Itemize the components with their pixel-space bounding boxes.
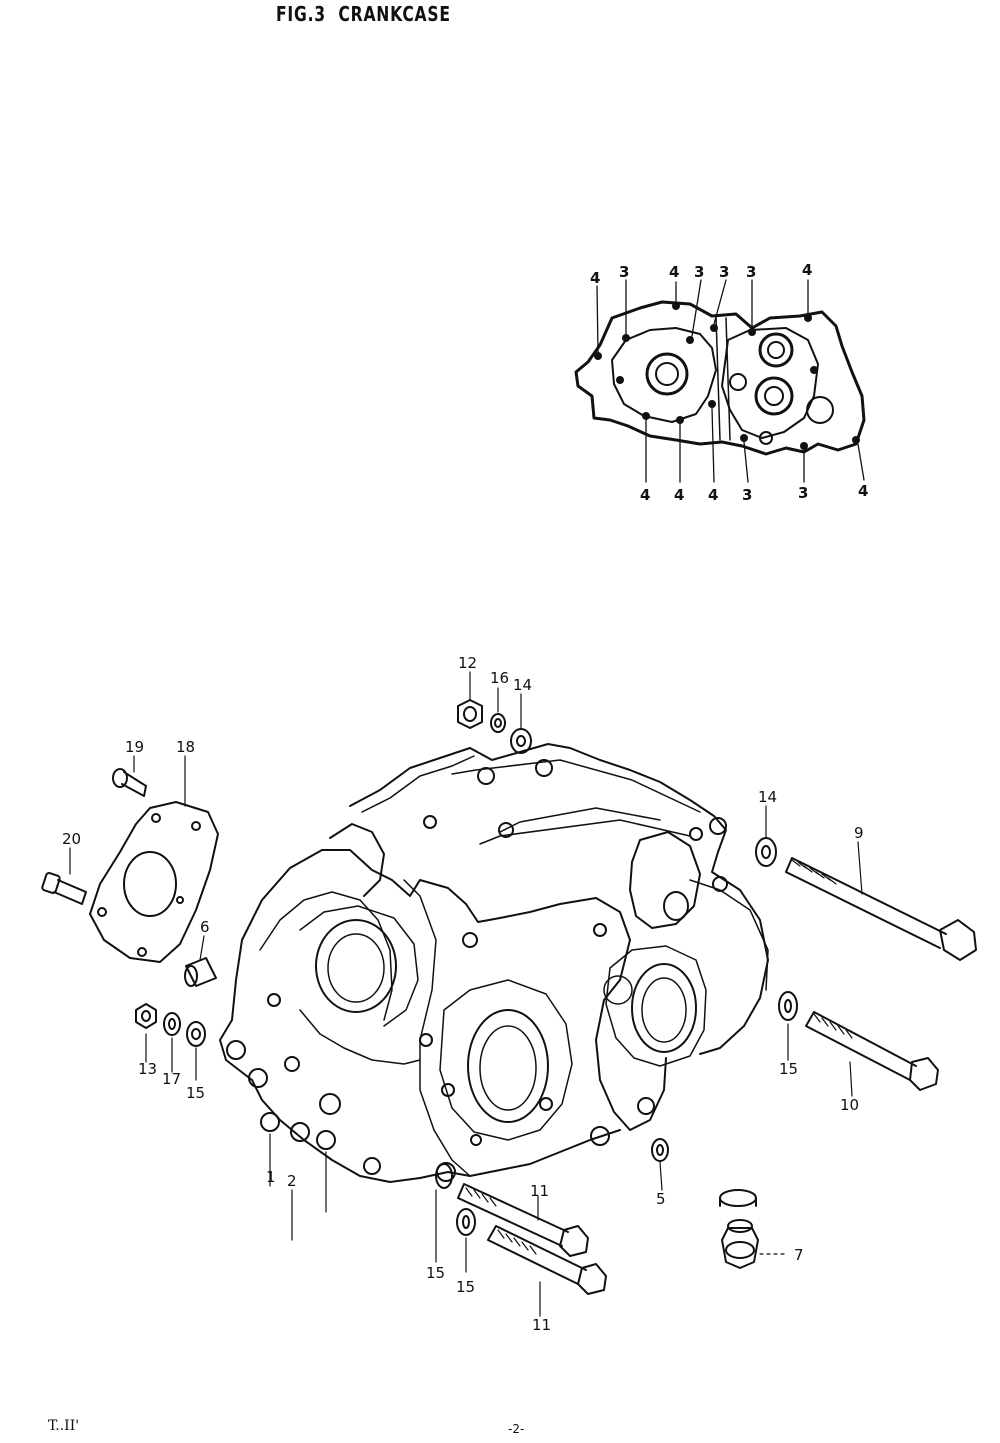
bolt-11-upper xyxy=(457,1183,589,1257)
washer-14-top xyxy=(510,728,532,754)
bolt-11-lower xyxy=(487,1225,607,1295)
part-callouts: 12 16 14 19 18 20 6 13 17 15 14 9 15 10 … xyxy=(62,654,864,1334)
callout-6: 6 xyxy=(200,918,210,936)
nut-12 xyxy=(457,699,483,729)
callout-13: 13 xyxy=(138,1060,157,1078)
inset-callout: 4 xyxy=(708,486,718,504)
inset-callout: 4 xyxy=(674,486,684,504)
plate-18 xyxy=(89,801,219,963)
inset-callout: 4 xyxy=(858,482,868,500)
callout-14-top: 14 xyxy=(513,676,532,694)
bolt-10 xyxy=(805,1011,939,1091)
inset-callout: 4 xyxy=(640,486,650,504)
leader-lines xyxy=(69,671,863,1317)
washer-15-left xyxy=(186,1021,206,1047)
inset-callout: 3 xyxy=(694,263,704,281)
dowel-6 xyxy=(184,957,217,987)
drain-plug-7 xyxy=(719,1189,759,1269)
figure-name: CRANKCASE xyxy=(338,2,451,26)
crankcase-halves xyxy=(219,743,769,1183)
callout-18: 18 xyxy=(176,738,195,756)
callout-20: 20 xyxy=(62,830,81,848)
footer-code: T..II' xyxy=(48,1418,80,1434)
washer-15-bottom-a xyxy=(435,1163,453,1189)
inset-leader-lines xyxy=(596,279,865,483)
washer-14-right xyxy=(755,837,777,867)
callout-19: 19 xyxy=(125,738,144,756)
figure-title: FIG.3 CRANKCASE xyxy=(276,2,463,26)
inset-bottom-callouts: 4 4 4 3 3 4 xyxy=(640,482,868,504)
inset-callout: 3 xyxy=(742,486,752,504)
callout-7: 7 xyxy=(794,1246,804,1264)
callout-11-lower: 11 xyxy=(532,1316,551,1334)
washer-17 xyxy=(163,1012,181,1036)
inset-callout: 3 xyxy=(746,263,756,281)
callout-15-bottom-b: 15 xyxy=(456,1278,475,1296)
washer-15-right xyxy=(778,991,798,1021)
callout-2: 2 xyxy=(287,1172,297,1190)
inset-callout: 4 xyxy=(590,269,600,287)
washer-15-bottom-b xyxy=(456,1208,476,1236)
figure-number: FIG.3 xyxy=(276,2,326,26)
callout-14-right: 14 xyxy=(758,788,777,806)
washer-16 xyxy=(490,713,506,733)
screw-19 xyxy=(112,768,147,797)
inset-callout: 4 xyxy=(669,263,679,281)
bolt-9 xyxy=(785,857,977,961)
inset-callout: 3 xyxy=(719,263,729,281)
callout-17: 17 xyxy=(162,1070,181,1088)
callout-15-bottom-a: 15 xyxy=(426,1264,445,1282)
callout-15-left: 15 xyxy=(186,1084,205,1102)
callout-5: 5 xyxy=(656,1190,666,1208)
callout-16: 16 xyxy=(490,669,509,687)
bolt-20 xyxy=(41,872,87,905)
gasket-inset xyxy=(574,300,866,456)
nut-13 xyxy=(135,1003,157,1029)
inset-callout: 3 xyxy=(798,484,808,502)
callout-1: 1 xyxy=(266,1168,276,1186)
inset-top-callouts: 4 3 4 3 3 3 4 xyxy=(590,261,812,287)
page-number: -2- xyxy=(508,1422,525,1436)
callout-9: 9 xyxy=(854,824,864,842)
inset-callout: 4 xyxy=(802,261,812,279)
inset-callout: 3 xyxy=(619,263,629,281)
callout-15-right: 15 xyxy=(779,1060,798,1078)
washer-5 xyxy=(651,1138,669,1162)
callout-12: 12 xyxy=(458,654,477,672)
callout-10: 10 xyxy=(840,1096,859,1114)
callout-11-upper: 11 xyxy=(530,1182,549,1200)
